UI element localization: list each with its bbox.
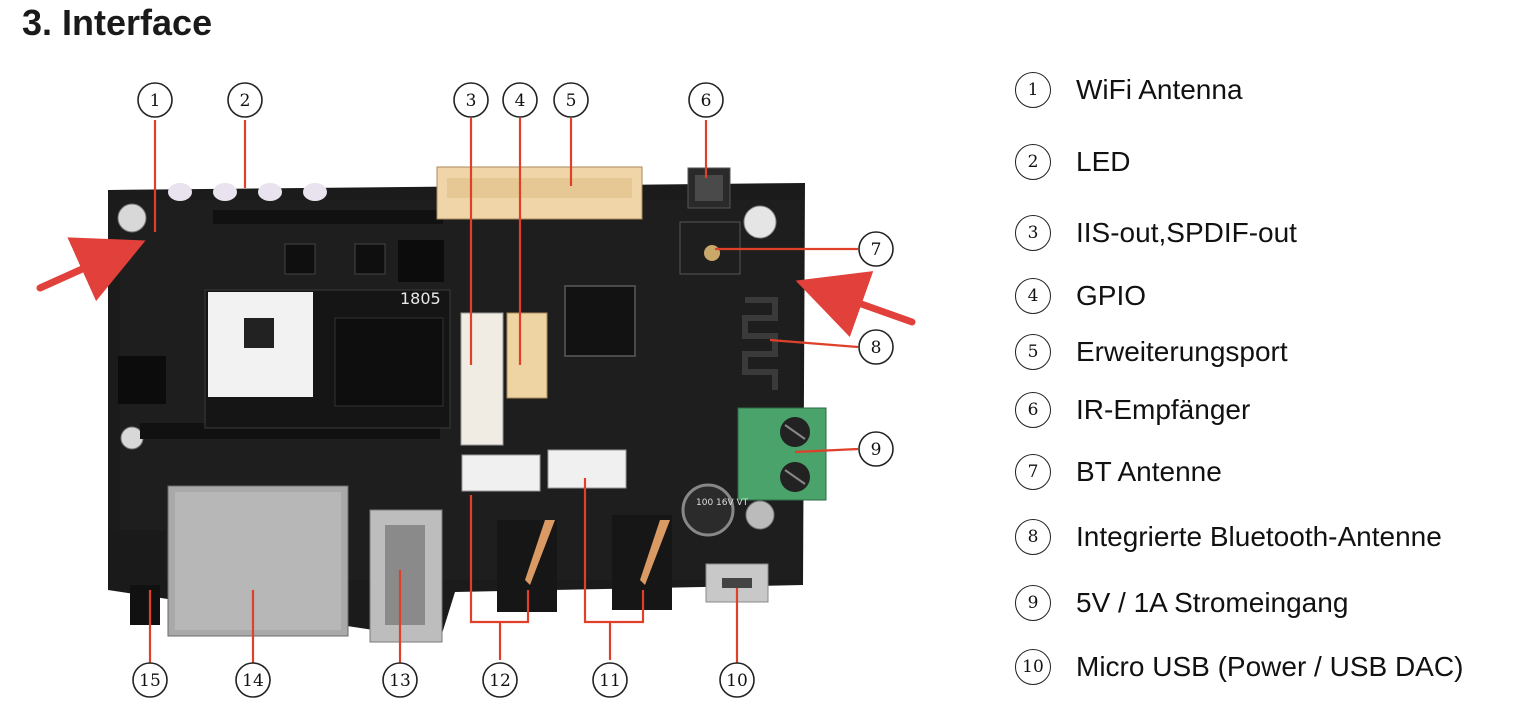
module-code: 1805 xyxy=(400,289,441,308)
legend-item-6: 6 IR-Empfänger xyxy=(1015,392,1250,428)
svg-text:13: 13 xyxy=(389,671,411,691)
callout-7: 7 xyxy=(858,231,894,267)
legend-label: GPIO xyxy=(1076,280,1147,311)
legend-label: Erweiterungsport xyxy=(1076,336,1288,367)
main-chip xyxy=(564,285,636,357)
callout-6: 6 xyxy=(688,82,724,118)
svg-text:4: 4 xyxy=(515,91,526,111)
callout-circles: 1 2 3 4 5 6 7 8 9 10 11 12 13 14 15 xyxy=(132,82,894,698)
legend-label: IIS-out,SPDIF-out xyxy=(1076,217,1297,248)
legend-item-2: 2 LED xyxy=(1015,144,1130,180)
legend-item-10: 10 Micro USB (Power / USB DAC) xyxy=(1015,649,1463,685)
legend-num: 9 xyxy=(1015,585,1051,621)
legend-num: 8 xyxy=(1015,519,1051,555)
callout-5: 5 xyxy=(553,82,589,118)
leader-lines xyxy=(148,118,859,664)
callout-12: 12 xyxy=(482,662,518,698)
legend-label: WiFi Antenna xyxy=(1076,74,1243,105)
legend-item-9: 9 5V / 1A Stromeingang xyxy=(1015,585,1348,621)
svg-text:3: 3 xyxy=(466,91,477,111)
expansion-port-connector xyxy=(436,166,643,220)
legend-item-5: 5 Erweiterungsport xyxy=(1015,334,1288,370)
svg-text:5: 5 xyxy=(566,91,577,111)
legend-num: 1 xyxy=(1015,72,1051,108)
svg-text:11: 11 xyxy=(599,671,621,691)
svg-text:14: 14 xyxy=(242,671,264,691)
ir-receiver xyxy=(687,167,731,209)
callout-1: 1 xyxy=(137,82,173,118)
svg-text:15: 15 xyxy=(139,671,161,691)
legend-num: 4 xyxy=(1015,278,1051,314)
pcb-board: 1805 xyxy=(108,166,827,643)
capacitor: 100 16V VT xyxy=(681,483,749,537)
legend-label: BT Antenne xyxy=(1076,456,1222,487)
legend-label: IR-Empfänger xyxy=(1076,394,1251,425)
callout-2: 2 xyxy=(227,82,263,118)
legend-item-8: 8 Integrierte Bluetooth-Antenne xyxy=(1015,519,1442,555)
page-title: 3. Interface xyxy=(22,2,213,43)
legend-label: Integrierte Bluetooth-Antenne xyxy=(1076,521,1442,552)
callout-15: 15 xyxy=(132,662,168,698)
integrated-bt-antenna xyxy=(742,297,778,390)
callout-14: 14 xyxy=(235,662,271,698)
callout-10: 10 xyxy=(719,662,755,698)
legend-num: 5 xyxy=(1015,334,1051,370)
callout-4: 4 xyxy=(502,82,538,118)
callout-11: 11 xyxy=(592,662,628,698)
legend-label: 5V / 1A Stromeingang xyxy=(1076,587,1349,618)
iis-spdif-connector xyxy=(460,312,504,446)
callout-13: 13 xyxy=(382,662,418,698)
svg-text:10: 10 xyxy=(726,671,748,691)
arrow-right xyxy=(795,271,916,338)
power-terminal-block xyxy=(737,407,827,501)
callout-3: 3 xyxy=(453,82,489,118)
arrow-left xyxy=(36,237,146,302)
legend-label: Micro USB (Power / USB DAC) xyxy=(1076,651,1464,682)
legend-item-4: 4 GPIO xyxy=(1015,278,1146,314)
pin-header-top xyxy=(213,210,443,224)
legend-num: 3 xyxy=(1015,215,1051,251)
wifi-module: 1805 xyxy=(204,289,451,429)
legend-item-1: 1 WiFi Antenna xyxy=(1015,72,1243,108)
led-group xyxy=(168,183,327,201)
ethernet-port xyxy=(167,485,349,637)
capacitor-label: 100 16V VT xyxy=(696,498,749,508)
svg-text:12: 12 xyxy=(489,671,511,691)
svg-text:2: 2 xyxy=(240,91,251,111)
legend-num: 6 xyxy=(1015,392,1051,428)
legend-item-7: 7 BT Antenne xyxy=(1015,454,1222,490)
legend-item-3: 3 IIS-out,SPDIF-out xyxy=(1015,215,1297,251)
svg-text:1: 1 xyxy=(150,91,161,111)
legend-num: 10 xyxy=(1015,649,1051,685)
svg-text:7: 7 xyxy=(871,240,882,260)
svg-text:6: 6 xyxy=(701,91,712,111)
legend-label: LED xyxy=(1076,146,1131,177)
usb-a-port xyxy=(369,509,443,643)
legend-num: 2 xyxy=(1015,144,1051,180)
svg-text:8: 8 xyxy=(871,338,882,358)
legend-num: 7 xyxy=(1015,454,1051,490)
switch-15 xyxy=(108,530,166,625)
callout-9: 9 xyxy=(858,431,894,467)
gpio-connector xyxy=(506,312,548,399)
svg-text:9: 9 xyxy=(871,440,882,460)
arrows xyxy=(36,237,916,338)
board-diagram: 1805 xyxy=(36,82,916,698)
callout-8: 8 xyxy=(858,329,894,365)
